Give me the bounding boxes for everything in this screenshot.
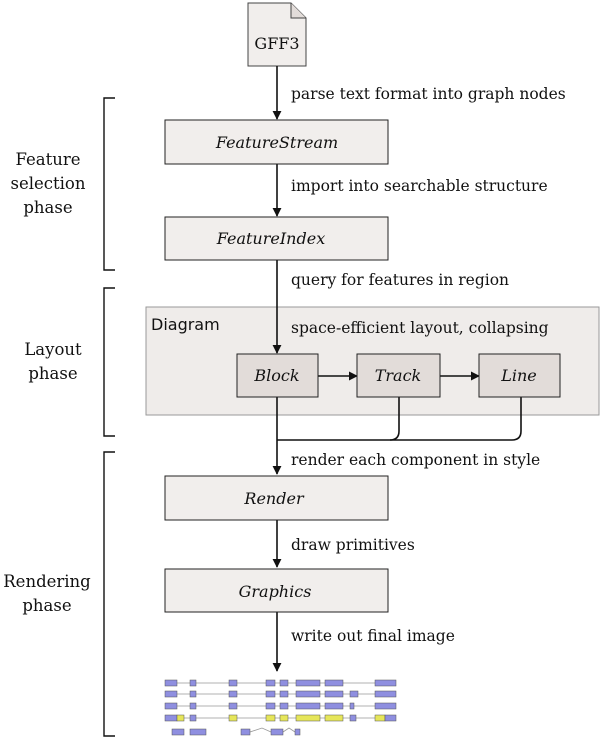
featurestream-node: FeatureStream (164, 119, 389, 165)
svg-text:Render: Render (243, 489, 305, 508)
feature-selection-bracket (103, 97, 115, 271)
svg-text:phase: phase (28, 364, 77, 383)
svg-text:phase: phase (23, 198, 72, 217)
svg-text:FeatureIndex: FeatureIndex (216, 229, 325, 248)
edge-label-render-each: render each component in style (291, 451, 540, 469)
svg-text:Track: Track (375, 366, 422, 385)
svg-text:selection: selection (11, 174, 86, 193)
feature-selection-phase-label: Feature selection phase (11, 150, 86, 217)
edge-label-query: query for features in region (291, 271, 509, 289)
gff3-file-icon: GFF3 (247, 2, 307, 67)
diagram-group-title: Diagram (151, 315, 220, 334)
edge-label-write: write out final image (291, 627, 455, 645)
render-node: Render (164, 475, 389, 521)
edge-label-import: import into searchable structure (291, 177, 548, 195)
edge-label-parse: parse text format into graph nodes (291, 85, 566, 103)
svg-text:Rendering: Rendering (3, 572, 91, 591)
edge-label-layout: space-efficient layout, collapsing (291, 319, 549, 337)
graphics-node: Graphics (164, 568, 389, 613)
svg-text:Graphics: Graphics (239, 582, 312, 601)
svg-text:Block: Block (253, 366, 299, 385)
svg-text:phase: phase (22, 596, 71, 615)
rendering-bracket (103, 451, 115, 737)
svg-text:FeatureStream: FeatureStream (215, 133, 338, 152)
svg-text:Line: Line (500, 366, 537, 385)
block-node: Block (236, 353, 319, 398)
svg-text:Layout: Layout (24, 340, 82, 359)
output-image-thumbnail (164, 679, 397, 736)
featureindex-node: FeatureIndex (164, 216, 389, 261)
layout-bracket (103, 287, 115, 437)
rendering-phase-label: Rendering phase (3, 572, 91, 615)
track-node: Track (356, 353, 441, 398)
edge-label-draw: draw primitives (291, 536, 415, 554)
edge-line-merge (390, 397, 522, 441)
gff3-label: GFF3 (254, 34, 299, 53)
svg-text:Feature: Feature (15, 150, 80, 169)
line-node: Line (478, 353, 561, 398)
layout-phase-label: Layout phase (24, 340, 82, 383)
